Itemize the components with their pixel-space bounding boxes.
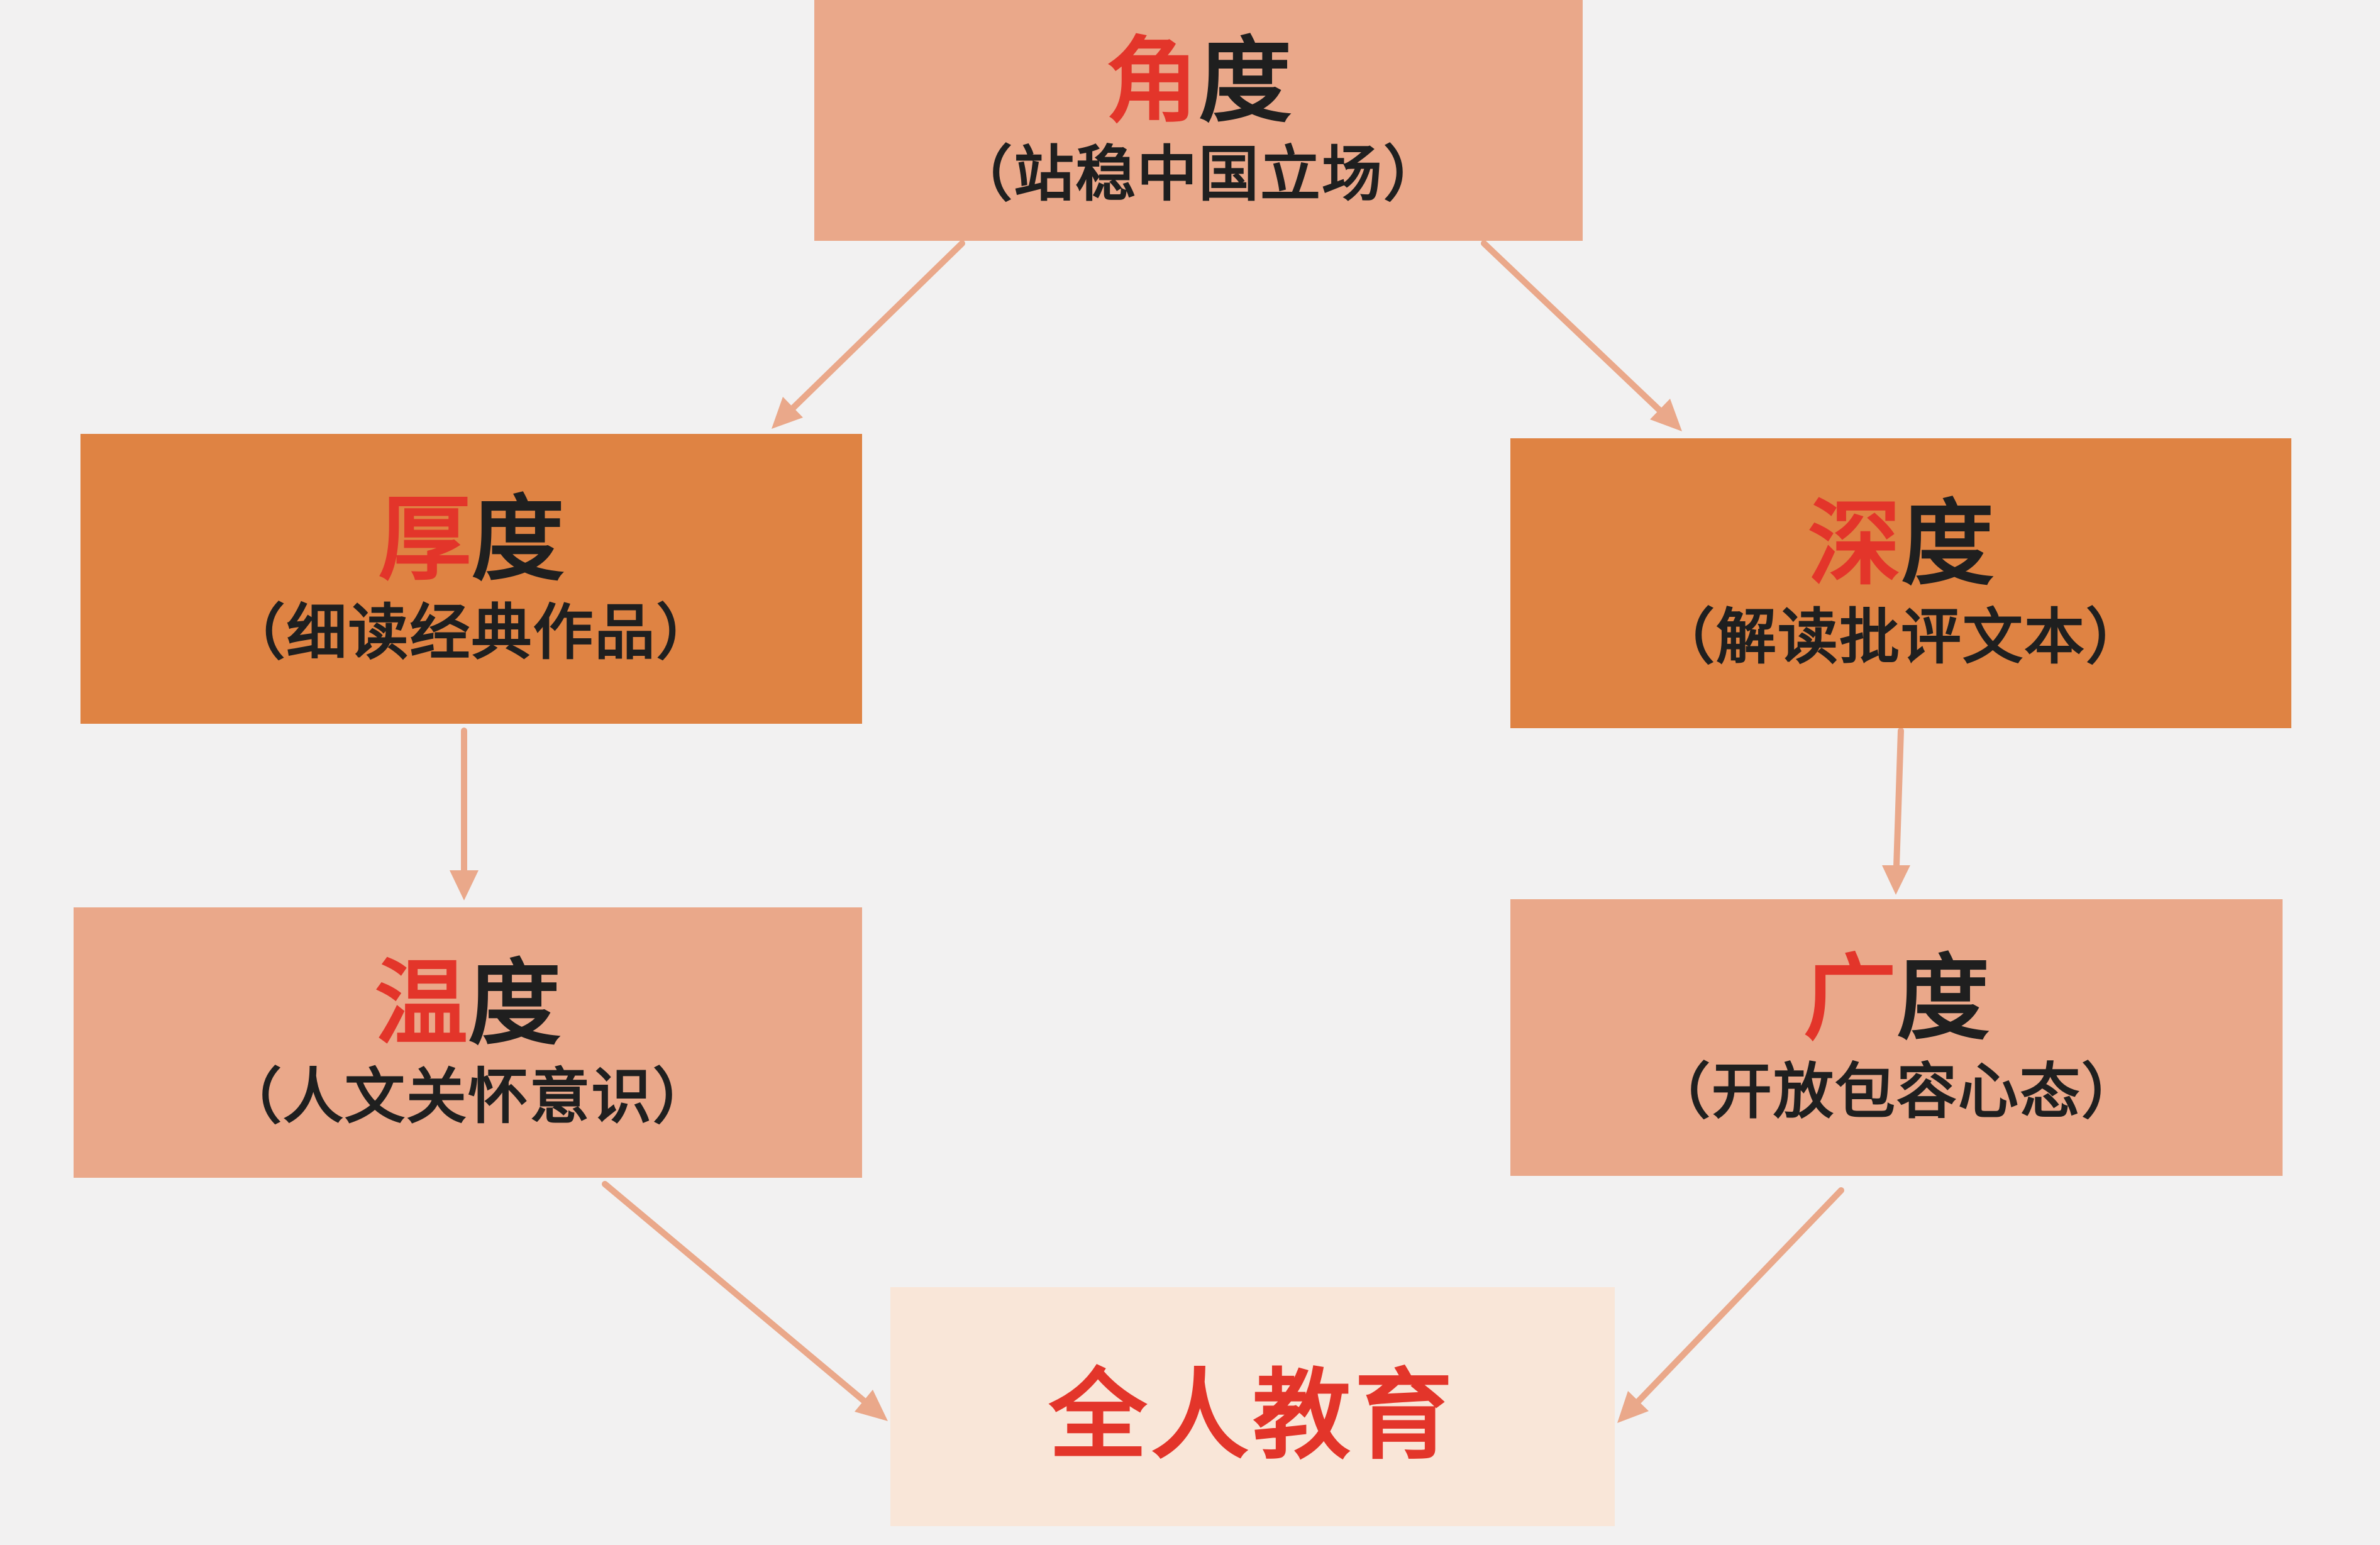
node-guangdu: 广度 （开放包容心态）	[1510, 899, 2283, 1176]
node-houdu-accent: 厚	[378, 485, 472, 594]
node-wendu-subtitle: （人文关怀意识）	[221, 1061, 714, 1132]
node-houdu-title: 厚度	[379, 489, 565, 590]
node-houdu-suffix: 度	[471, 485, 565, 594]
node-wendu-title: 温度	[375, 953, 561, 1055]
node-guangdu-accent: 广	[1803, 944, 1896, 1053]
node-jiaodu-subtitle: （站稳中国立场）	[952, 139, 1445, 210]
node-shendu-suffix: 度	[1901, 490, 1994, 599]
node-jiaodu-title: 角度	[1105, 31, 1292, 132]
node-goal-title: 全人教育	[1049, 1358, 1456, 1473]
arrow-jiaodu-to-shendu	[1481, 240, 1682, 431]
node-houdu: 厚度 （细读经典作品）	[80, 434, 862, 724]
node-guangdu-suffix: 度	[1896, 944, 1990, 1053]
node-wendu-accent: 温	[375, 949, 468, 1058]
arrow-shendu-to-guangdu	[1882, 728, 1910, 895]
node-houdu-subtitle: （细读经典作品）	[224, 597, 718, 668]
arrow-houdu-to-wendu	[450, 728, 479, 900]
arrow-guangdu-to-goal	[1617, 1187, 1844, 1423]
node-wendu-suffix: 度	[468, 949, 561, 1058]
node-goal: 全人教育	[890, 1287, 1615, 1526]
node-shendu-title: 深度	[1808, 494, 1994, 595]
node-jiaodu: 角度 （站稳中国立场）	[814, 0, 1583, 241]
node-wendu: 温度 （人文关怀意识）	[74, 907, 862, 1178]
node-shendu-accent: 深	[1808, 490, 1901, 599]
arrow-jiaodu-to-houdu	[772, 240, 965, 429]
node-jiaodu-suffix: 度	[1198, 27, 1292, 136]
node-guangdu-subtitle: （开放包容心态）	[1650, 1056, 2143, 1127]
node-jiaodu-accent: 角	[1105, 27, 1198, 136]
node-shendu: 深度 （解读批评文本）	[1510, 438, 2291, 728]
node-guangdu-title: 广度	[1803, 948, 1990, 1049]
arrow-wendu-to-goal	[602, 1181, 888, 1421]
node-shendu-subtitle: （解读批评文本）	[1654, 602, 2147, 673]
